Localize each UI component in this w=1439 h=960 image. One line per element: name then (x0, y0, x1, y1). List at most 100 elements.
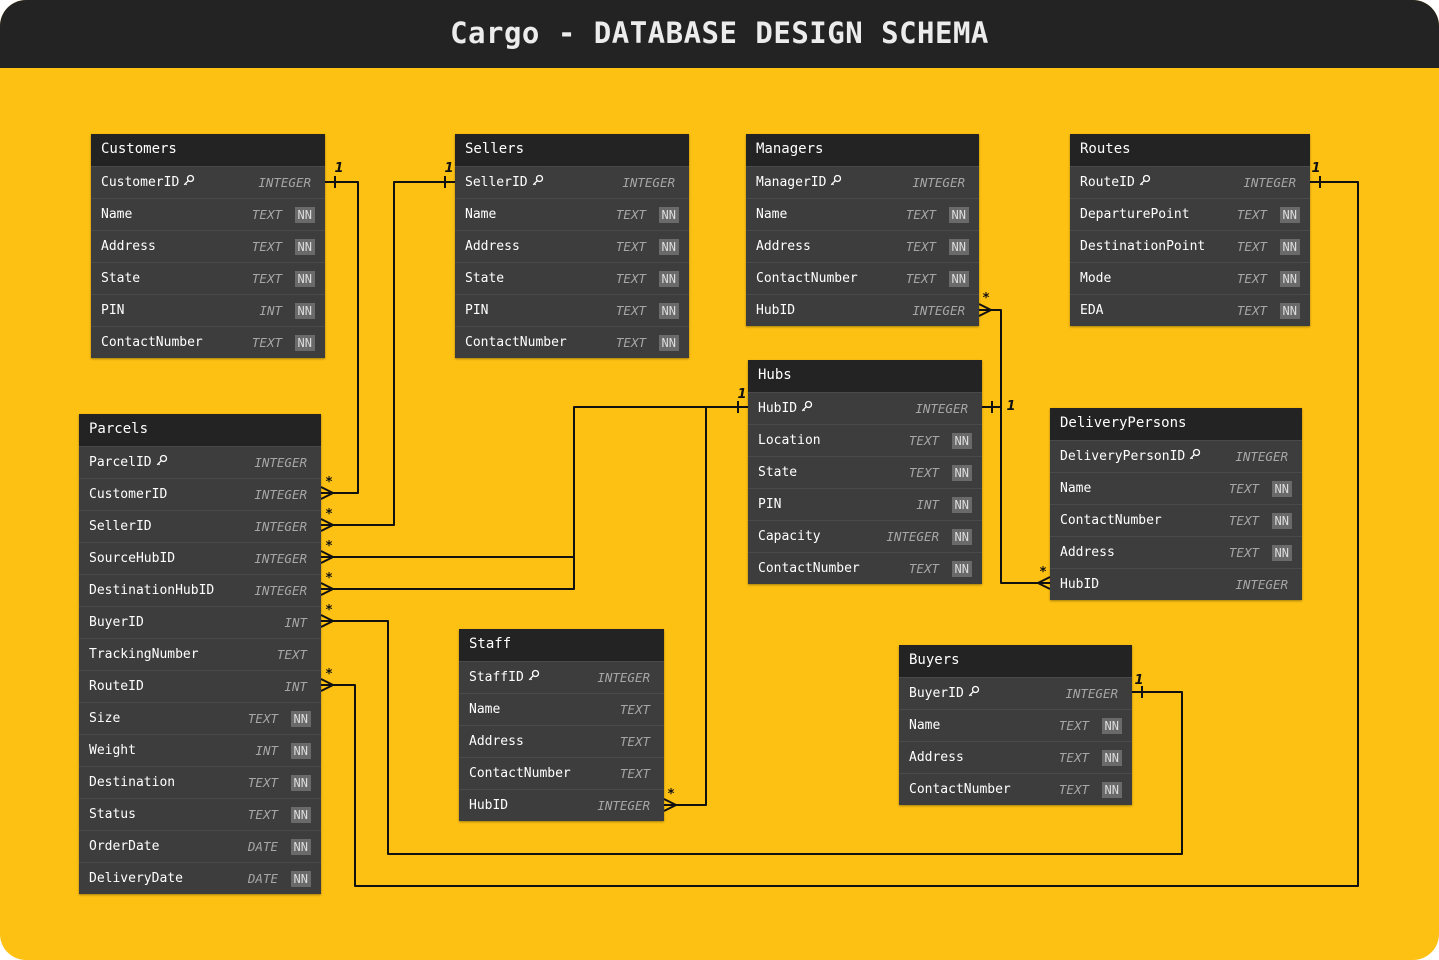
field-type: TEXT (905, 271, 936, 286)
field-name: ContactNumber (756, 271, 858, 286)
relationship-line (1000, 407, 1050, 584)
not-null-badge: NN (948, 271, 969, 287)
field-type: TEXT (1058, 782, 1089, 797)
cardinality-one: 1 (1311, 161, 1320, 176)
crowfoot-marker (320, 614, 336, 628)
field-name: PIN (101, 303, 125, 318)
field-type: INTEGER (254, 519, 307, 534)
field-type: INTEGER (254, 455, 307, 470)
field-type: INTEGER (258, 175, 311, 190)
not-null-badge: NN (294, 271, 315, 287)
field-name: RouteID (89, 679, 144, 694)
field-name: BuyerID (89, 615, 144, 630)
field-name: Size (89, 711, 121, 726)
table-header: Sellers (455, 134, 689, 166)
table-header: Buyers (899, 645, 1132, 677)
primary-key-icon (183, 167, 195, 198)
table-header: Managers (746, 134, 979, 166)
field-type: INTEGER (1065, 686, 1118, 701)
primary-key-icon (532, 167, 544, 198)
not-null-badge: NN (290, 839, 311, 855)
table-header: Staff (459, 629, 664, 661)
table-header: Hubs (748, 360, 982, 392)
field-type: TEXT (1236, 207, 1267, 222)
cardinality-many: * (1040, 565, 1047, 580)
field-type: TEXT (247, 775, 278, 790)
cardinality-many: * (326, 667, 333, 682)
field-type: TEXT (251, 335, 282, 350)
crowfoot-marker (1035, 576, 1051, 590)
field-row[interactable]: ContactNumber TEXT NN (746, 262, 979, 294)
field-type: INTEGER (912, 175, 965, 190)
cardinality-many: * (326, 571, 333, 586)
crowfoot-marker (320, 582, 336, 596)
crowfoot-marker (320, 486, 336, 500)
field-name: Name (465, 207, 497, 222)
